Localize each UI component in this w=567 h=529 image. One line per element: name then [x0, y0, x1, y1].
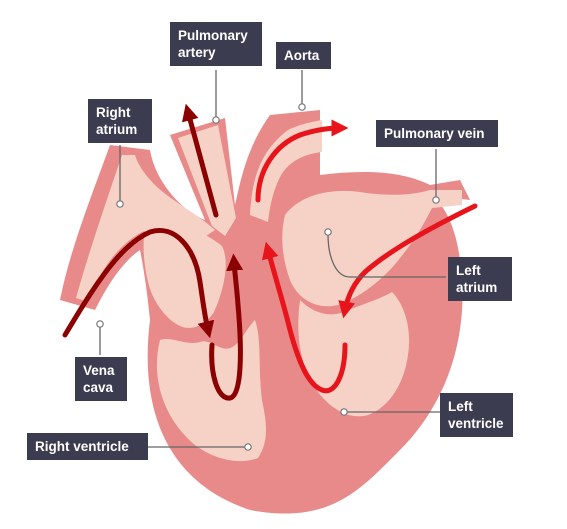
pulmonary-artery-flow-arrow — [182, 103, 219, 218]
label-left-atrium: Left atrium — [448, 257, 512, 301]
dot-pulmonary-artery — [212, 116, 220, 124]
label-vena-cava: Vena cava — [75, 357, 127, 401]
label-pulmonary-vein: Pulmonary vein — [376, 120, 498, 147]
leader-left-atrium — [327, 233, 446, 278]
leader-dots — [96, 103, 440, 451]
label-left-ventricle: Left ventricle — [440, 393, 513, 437]
left-ventricle-inner — [298, 292, 410, 417]
dot-left-atrium — [324, 228, 332, 236]
leader-lines — [99, 70, 446, 448]
dot-right-ventricle — [244, 443, 252, 451]
pulmonary-vein-flow-arrow — [338, 203, 478, 319]
label-right-ventricle: Right ventricle — [27, 433, 148, 460]
aorta-flow-arrow — [255, 119, 349, 203]
label-aorta: Aorta — [276, 42, 331, 69]
label-pulmonary-artery: Pulmonary artery — [170, 22, 262, 66]
dot-vena-cava — [96, 320, 104, 328]
label-right-atrium: Right atrium — [88, 99, 152, 143]
dot-pulmonary-vein — [432, 196, 440, 204]
dot-left-ventricle — [340, 408, 348, 416]
dot-aorta — [298, 103, 306, 111]
aorta-inner — [250, 120, 322, 222]
left-atrium-inner — [282, 190, 462, 307]
vena-cava-inner — [76, 155, 215, 302]
dot-right-atrium — [116, 200, 124, 208]
left-ventricle-flow-arrow — [261, 241, 348, 394]
right-ventricle-flow-arrow — [209, 253, 244, 401]
vena-cava-flow-arrow — [62, 228, 215, 339]
